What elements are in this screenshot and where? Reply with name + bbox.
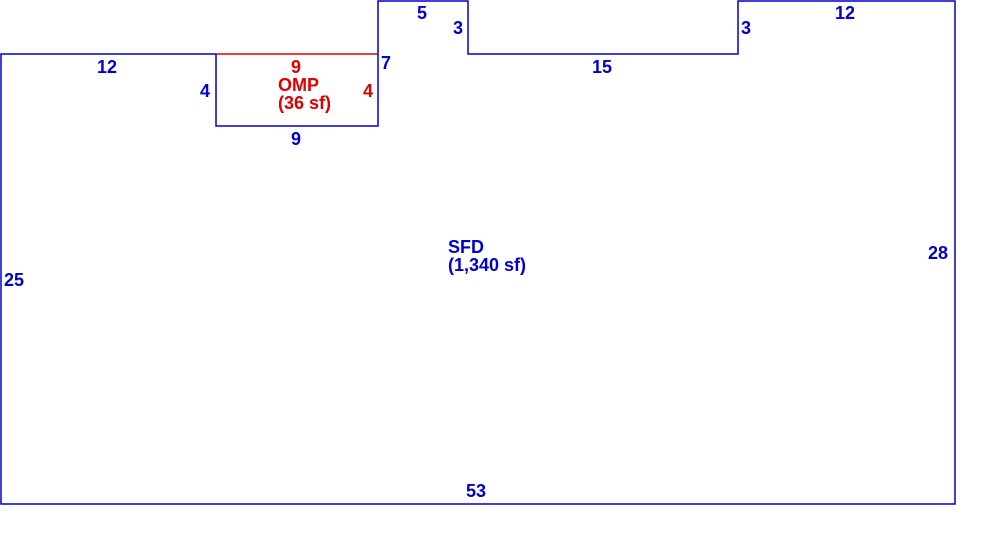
- sfd-area-name: SFD: [448, 237, 484, 257]
- dim-right-step: 3: [741, 18, 752, 38]
- dim-omp-left: 4: [200, 81, 211, 101]
- dim-omp-bottom: 9: [291, 129, 302, 149]
- dim-omp-right: 4: [363, 81, 374, 101]
- dim-bump-top: 5: [417, 3, 428, 23]
- sfd-outline: [0, 0, 956, 505]
- omp-outline: [215, 54, 379, 127]
- dim-bottom: 53: [466, 481, 487, 501]
- dim-left-step: 3: [453, 18, 464, 38]
- dim-top-left: 12: [97, 57, 118, 77]
- dim-top-right: 12: [835, 3, 856, 23]
- omp-area-name: OMP: [278, 75, 320, 95]
- dim-top-middle: 15: [592, 57, 613, 77]
- dim-left-wall: 25: [4, 270, 25, 290]
- dim-bump-left: 7: [381, 53, 392, 73]
- omp-area-size: (36 sf): [278, 93, 332, 113]
- dim-omp-top: 9: [291, 57, 302, 77]
- sfd-area-size: (1,340 sf): [448, 255, 527, 275]
- dim-right-wall: 28: [928, 243, 949, 263]
